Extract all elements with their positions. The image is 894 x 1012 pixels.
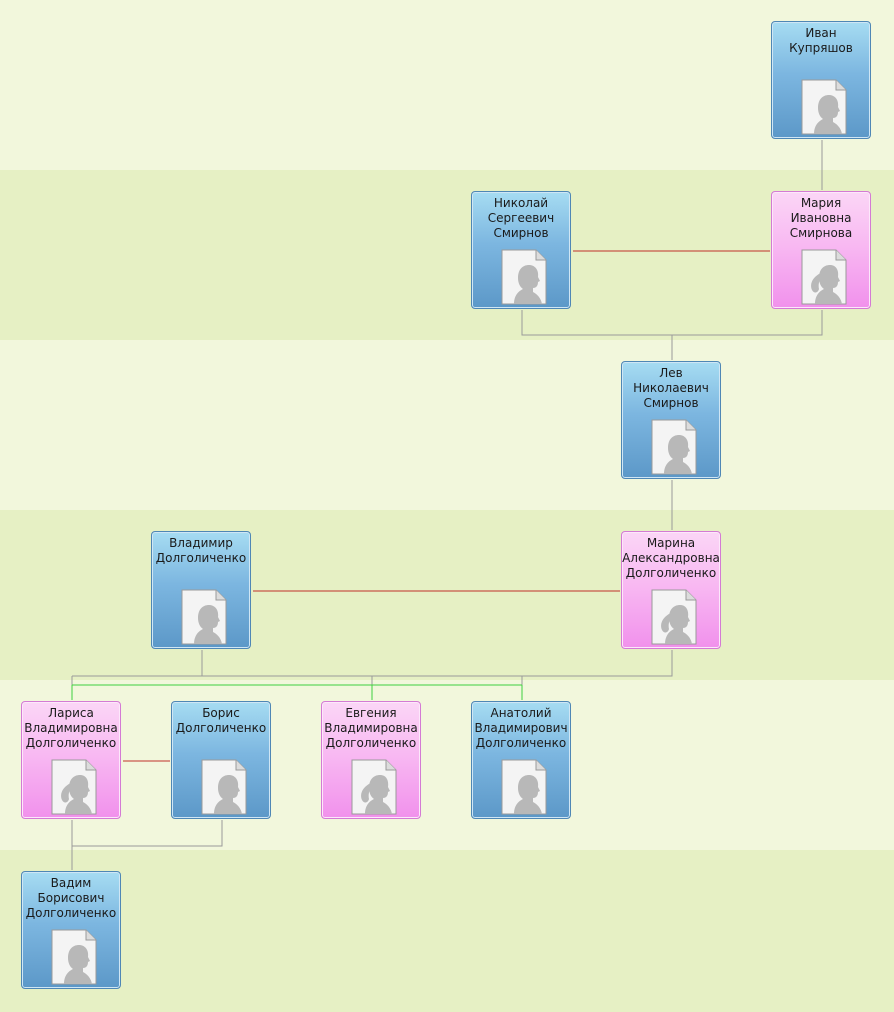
person-card-vadim-dolgolichenko[interactable]: Вадим Борисович Долголиченко	[21, 871, 121, 989]
female-silhouette-icon	[651, 589, 697, 645]
generation-band-2	[0, 170, 894, 340]
female-silhouette-icon	[51, 759, 97, 815]
person-name: Николай Сергеевич Смирнов	[487, 196, 555, 240]
person-card-mariya-smirnova[interactable]: Мария Ивановна Смирнова	[771, 191, 871, 309]
male-silhouette-icon	[51, 929, 97, 985]
person-name: Евгения Владимировна Долголиченко	[324, 706, 418, 750]
person-card-lev-smirnov[interactable]: Лев Николаевич Смирнов	[621, 361, 721, 479]
male-silhouette-icon	[181, 589, 227, 645]
parents-connector	[201, 650, 673, 677]
female-silhouette-icon	[351, 759, 397, 815]
person-card-vladimir-dolgolichenko[interactable]: Владимир Долголиченко	[151, 531, 251, 649]
generation-band-5	[0, 680, 894, 850]
person-card-boris-dolgolichenko[interactable]: Борис Долголиченко	[171, 701, 271, 819]
person-card-evgeniya-dolgolichenko[interactable]: Евгения Владимировна Долголиченко	[321, 701, 421, 819]
person-name: Вадим Борисович Долголиченко	[25, 876, 117, 920]
male-silhouette-icon	[801, 79, 847, 135]
person-name: Иван Купряшов	[789, 26, 853, 55]
male-silhouette-icon	[651, 419, 697, 475]
person-card-anatoliy-dolgolichenko[interactable]: Анатолий Владимирович Долголиченко	[471, 701, 571, 819]
male-silhouette-icon	[201, 759, 247, 815]
person-name: Лариса Владимировна Долголиченко	[24, 706, 118, 750]
parents-connector	[521, 310, 823, 336]
person-name: Марина Александровна Долголиченко	[622, 536, 720, 580]
male-silhouette-icon	[501, 249, 547, 305]
male-silhouette-icon	[501, 759, 547, 815]
parents-connector	[71, 820, 223, 847]
female-silhouette-icon	[801, 249, 847, 305]
person-card-ivan-kupryashov[interactable]: Иван Купряшов	[771, 21, 871, 139]
person-name: Владимир Долголиченко	[155, 536, 247, 565]
person-card-larisa-dolgolichenko[interactable]: Лариса Владимировна Долголиченко	[21, 701, 121, 819]
person-name: Анатолий Владимирович Долголиченко	[474, 706, 568, 750]
person-card-nikolay-smirnov[interactable]: Николай Сергеевич Смирнов	[471, 191, 571, 309]
person-name: Мария Ивановна Смирнова	[789, 196, 853, 240]
generation-band-4	[0, 510, 894, 680]
generation-band-3	[0, 340, 894, 510]
generation-band-1	[0, 0, 894, 170]
person-name: Лев Николаевич Смирнов	[633, 366, 709, 410]
generation-band-6	[0, 850, 894, 1012]
person-name: Борис Долголиченко	[175, 706, 267, 735]
person-card-marina-dolgolichenko[interactable]: Марина Александровна Долголиченко	[621, 531, 721, 649]
